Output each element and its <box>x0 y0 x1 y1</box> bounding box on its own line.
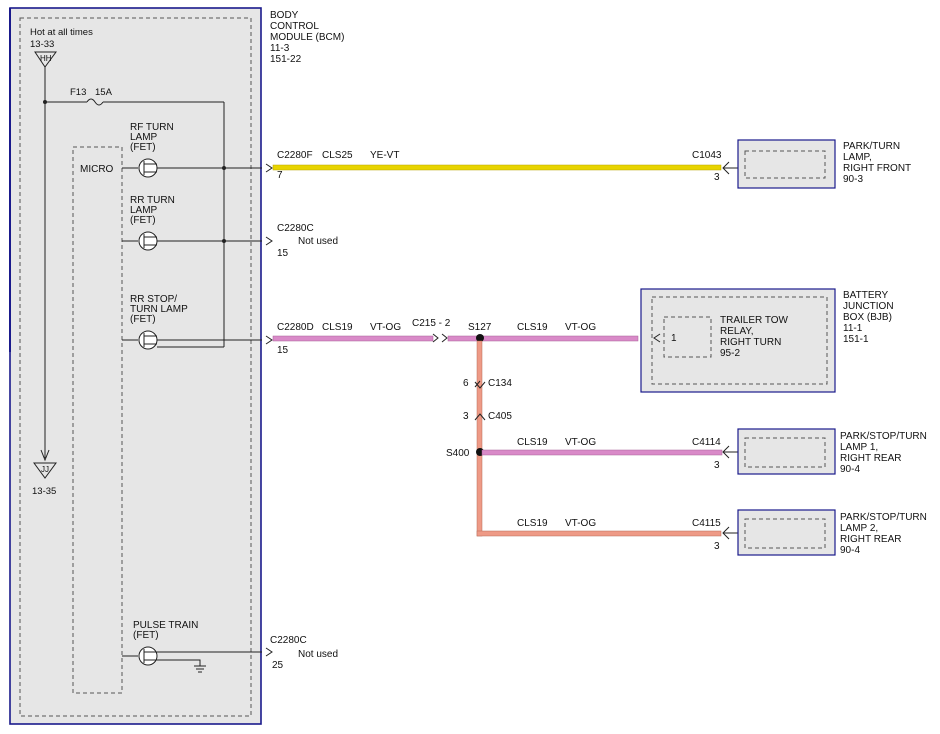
rf-connector: C2280F <box>277 150 313 161</box>
rrstop-inline-connector: C215 - 2 <box>412 318 451 329</box>
pulse-pin: 25 <box>272 660 284 671</box>
micro-box <box>72 146 123 694</box>
hot-ref: 13-33 <box>30 39 54 50</box>
rrstop-circuit-2: CLS19 <box>517 322 548 333</box>
rrstop-circuit: CLS19 <box>322 322 353 333</box>
relay-pin: 1 <box>671 333 677 344</box>
relay-box <box>663 316 712 358</box>
fet-rr-label: RR TURN LAMP (FET) <box>130 195 178 226</box>
s400-circuit: CLS19 <box>517 437 548 448</box>
fuse-icon <box>86 98 104 106</box>
wire-yellow <box>272 164 722 171</box>
ground-connector-symbol <box>33 462 57 479</box>
c405-pin: 3 <box>463 411 469 422</box>
bcm-title: BODY CONTROL MODULE (BCM) 11-3 151-22 <box>270 10 347 65</box>
ground-ref: 13-35 <box>32 486 56 497</box>
pulse-connector: C2280C <box>270 635 307 646</box>
fet-pulse-icon <box>138 646 158 666</box>
splice-s127-dot <box>476 334 484 342</box>
pulse-note: Not used <box>298 649 338 660</box>
relay-label: TRAILER TOW RELAY, RIGHT TURN 95-2 <box>720 315 791 359</box>
ground-icon <box>194 665 206 673</box>
bjb-label: BATTERY JUNCTION BOX (BJB) 11-1 151-1 <box>843 290 896 345</box>
fuse-label: F13 <box>70 87 86 98</box>
micro-label: MICRO <box>80 164 114 175</box>
s400-color: VT-OG <box>565 437 596 448</box>
rf-color: YE-VT <box>370 150 399 161</box>
wire-salmon-lower <box>476 530 722 537</box>
s400-connector: C4114 <box>692 437 721 448</box>
s400-pin: 3 <box>714 460 720 471</box>
c405-label: C405 <box>488 411 512 422</box>
hot-connector-symbol <box>34 51 57 68</box>
splice-s400: S400 <box>446 448 470 459</box>
fet-pulse-label: PULSE TRAIN (FET) <box>133 620 201 641</box>
rrstop-pin: 15 <box>277 345 289 356</box>
wire-pink-2 <box>447 335 639 342</box>
rf-far-connector: C1043 <box>692 150 722 161</box>
lower-pin: 3 <box>714 541 720 552</box>
rrstop-connector: C2280D <box>277 322 314 333</box>
rf-circuit: CLS25 <box>322 150 353 161</box>
ground-connector-label: JJ <box>41 465 49 474</box>
rf-lamp-box <box>737 139 836 189</box>
bcm-inner-dashed <box>19 17 252 717</box>
rrstop-color: VT-OG <box>370 322 401 333</box>
lower-circuit: CLS19 <box>517 518 548 529</box>
fet-rf-label: RF TURN LAMP (FET) <box>130 122 176 153</box>
hot-connector-label: HH <box>40 54 52 63</box>
lower-connector: C4115 <box>692 518 721 529</box>
rf-lamp-label: PARK/TURN LAMP, RIGHT FRONT 90-3 <box>843 141 914 185</box>
fet-rrstop-icon <box>138 330 158 350</box>
wire-pink-1 <box>272 335 434 342</box>
fet-rr-icon <box>138 231 158 251</box>
rrstop-color-2: VT-OG <box>565 322 596 333</box>
lamp1-label: PARK/STOP/TURN LAMP 1, RIGHT REAR 90-4 <box>840 431 930 475</box>
wire-pink-3 <box>481 449 723 456</box>
bjb-box <box>640 288 836 393</box>
fet-rrstop-label: RR STOP/ TURN LAMP (FET) <box>130 294 190 325</box>
rr-pin: 15 <box>277 248 289 259</box>
fuse-rating: 15A <box>95 87 113 98</box>
rf-far-pin: 3 <box>714 172 720 183</box>
c134-label: C134 <box>488 378 512 389</box>
splice-s127: S127 <box>468 322 492 333</box>
wire-salmon-trunk <box>476 340 483 537</box>
c134-pin: 6 <box>463 378 469 389</box>
rr-connector: C2280C <box>277 223 314 234</box>
rr-note: Not used <box>298 236 338 247</box>
hot-label: Hot at all times <box>30 27 93 38</box>
lamp2-label: PARK/STOP/TURN LAMP 2, RIGHT REAR 90-4 <box>840 512 930 556</box>
rf-pin: 7 <box>277 170 283 181</box>
fet-rf-icon <box>138 158 158 178</box>
bcm-module-box <box>9 7 262 725</box>
lower-color: VT-OG <box>565 518 596 529</box>
